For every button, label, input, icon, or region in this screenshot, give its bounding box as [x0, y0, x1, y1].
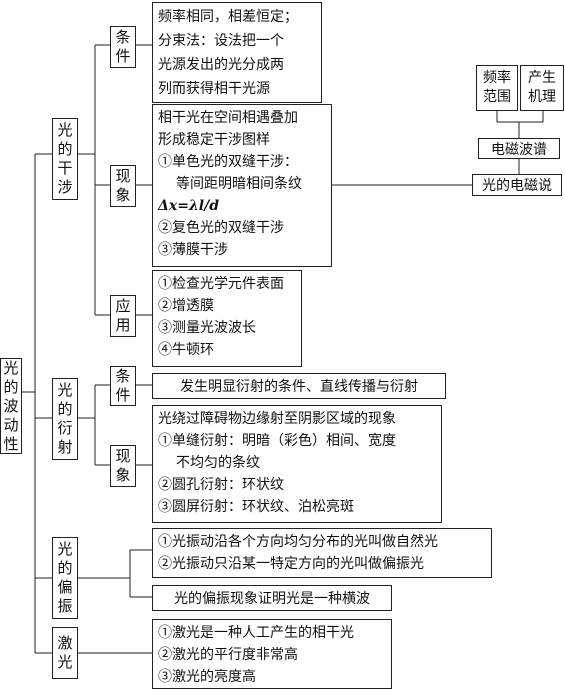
text-line: 形成稳定干涉图样	[158, 132, 270, 148]
root-char: 的	[3, 377, 19, 396]
root-char: 光	[3, 358, 19, 377]
interference-char: 的	[57, 140, 73, 158]
text-line: 光绕过障碍物边缘射至阴影区域的现象	[158, 411, 396, 427]
laser-box: ①激光是一种人工产生的相干光 ②激光的平行度非常高 ③激光的亮度高	[152, 619, 392, 689]
text-line: ③激光的亮度高	[158, 669, 256, 685]
interference-phenomenon-box: 相干光在空间相遇叠加 形成稳定干涉图样 ①单色光的双缝干涉： 等间距明暗相间条纹…	[152, 104, 332, 267]
diffraction-phenomenon-label: 现 象	[110, 445, 136, 487]
text-line: ③圆屏衍射：环状纹、泊松亮斑	[158, 499, 354, 515]
em-theory-box: 光的电磁说	[472, 174, 562, 196]
em-spectrum-box: 电磁波谱	[478, 138, 560, 159]
interference-application-box: ①检查光学元件表面 ②增透膜 ③测量光波波长 ④牛顿环	[152, 270, 302, 367]
polarization-conclusion-box: 光的偏振现象证明光是一种横波	[152, 585, 392, 611]
frequency-range-box: 频率 范围	[476, 65, 518, 111]
interference-condition-box: 频率相同，相差恒定； 分束法：设法把一个 光源发出的光分成两 列而获得相干光源	[152, 2, 322, 103]
text-line: 列而获得相干光源	[158, 81, 270, 97]
diffraction-phenomenon-box: 光绕过障碍物边缘射至阴影区域的现象 ①单缝衍射：明暗（彩色）相间、宽度 不均匀的…	[152, 405, 442, 523]
interference-phenomenon-label: 现 象	[110, 165, 136, 207]
text-line: ②光振动只沿某一特定方向的光叫做偏振光	[158, 556, 424, 572]
interference-char: 干	[57, 159, 73, 177]
interference-condition-label: 条 件	[110, 26, 136, 68]
text-line: ③薄膜干涉	[158, 242, 228, 258]
polarization-box: ①光振动沿各个方向均匀分布的光叫做自然光 ②光振动只沿某一特定方向的光叫做偏振光	[152, 528, 492, 578]
text-line: 等间距明暗相间条纹	[176, 176, 302, 192]
text-line: ②复色光的双缝干涉	[158, 220, 284, 236]
fringe-spacing-formula: Δx=λl/d	[158, 198, 219, 214]
text-line: ①光振动沿各个方向均匀分布的光叫做自然光	[158, 534, 438, 550]
text-line: ④牛顿环	[158, 342, 214, 358]
diffraction-node: 光 的 衍 射	[52, 378, 78, 460]
text-line: 频率相同，相差恒定；	[158, 9, 298, 25]
text-line: 光源发出的光分成两	[158, 57, 284, 73]
interference-char: 涉	[57, 178, 73, 196]
text-line: ①检查光学元件表面	[158, 276, 284, 292]
text-line: ③测量光波波长	[158, 320, 256, 336]
diffraction-condition-label: 条 件	[110, 366, 136, 406]
text-line: ①单缝衍射：明暗（彩色）相间、宽度	[158, 433, 396, 449]
diffraction-condition-box: 发生明显衍射的条件、直线传播与衍射	[152, 373, 446, 399]
text-line: 分束法：设法把一个	[158, 33, 284, 49]
laser-node: 激 光	[52, 627, 78, 679]
text-line: ②增透膜	[158, 298, 214, 314]
text-line: ②圆孔衍射：环状纹	[158, 477, 284, 493]
polarization-node: 光 的 偏 振	[52, 537, 78, 619]
interference-application-label: 应 用	[110, 295, 136, 337]
text-line: 不均匀的条纹	[176, 455, 260, 471]
text-line: ①单色光的双缝干涉：	[158, 154, 298, 170]
mechanism-box: 产生 机理	[520, 65, 564, 111]
root-char: 波	[3, 396, 19, 415]
text-line: ①激光是一种人工产生的相干光	[158, 625, 354, 641]
text-line: 相干光在空间相遇叠加	[158, 110, 298, 126]
interference-node: 光 的 干 涉	[52, 118, 78, 200]
root-char: 动	[3, 415, 19, 434]
root-char: 性	[3, 434, 19, 453]
interference-char: 光	[57, 121, 73, 139]
text-line: ②激光的平行度非常高	[158, 647, 298, 663]
root-node: 光 的 波 动 性	[0, 358, 22, 454]
